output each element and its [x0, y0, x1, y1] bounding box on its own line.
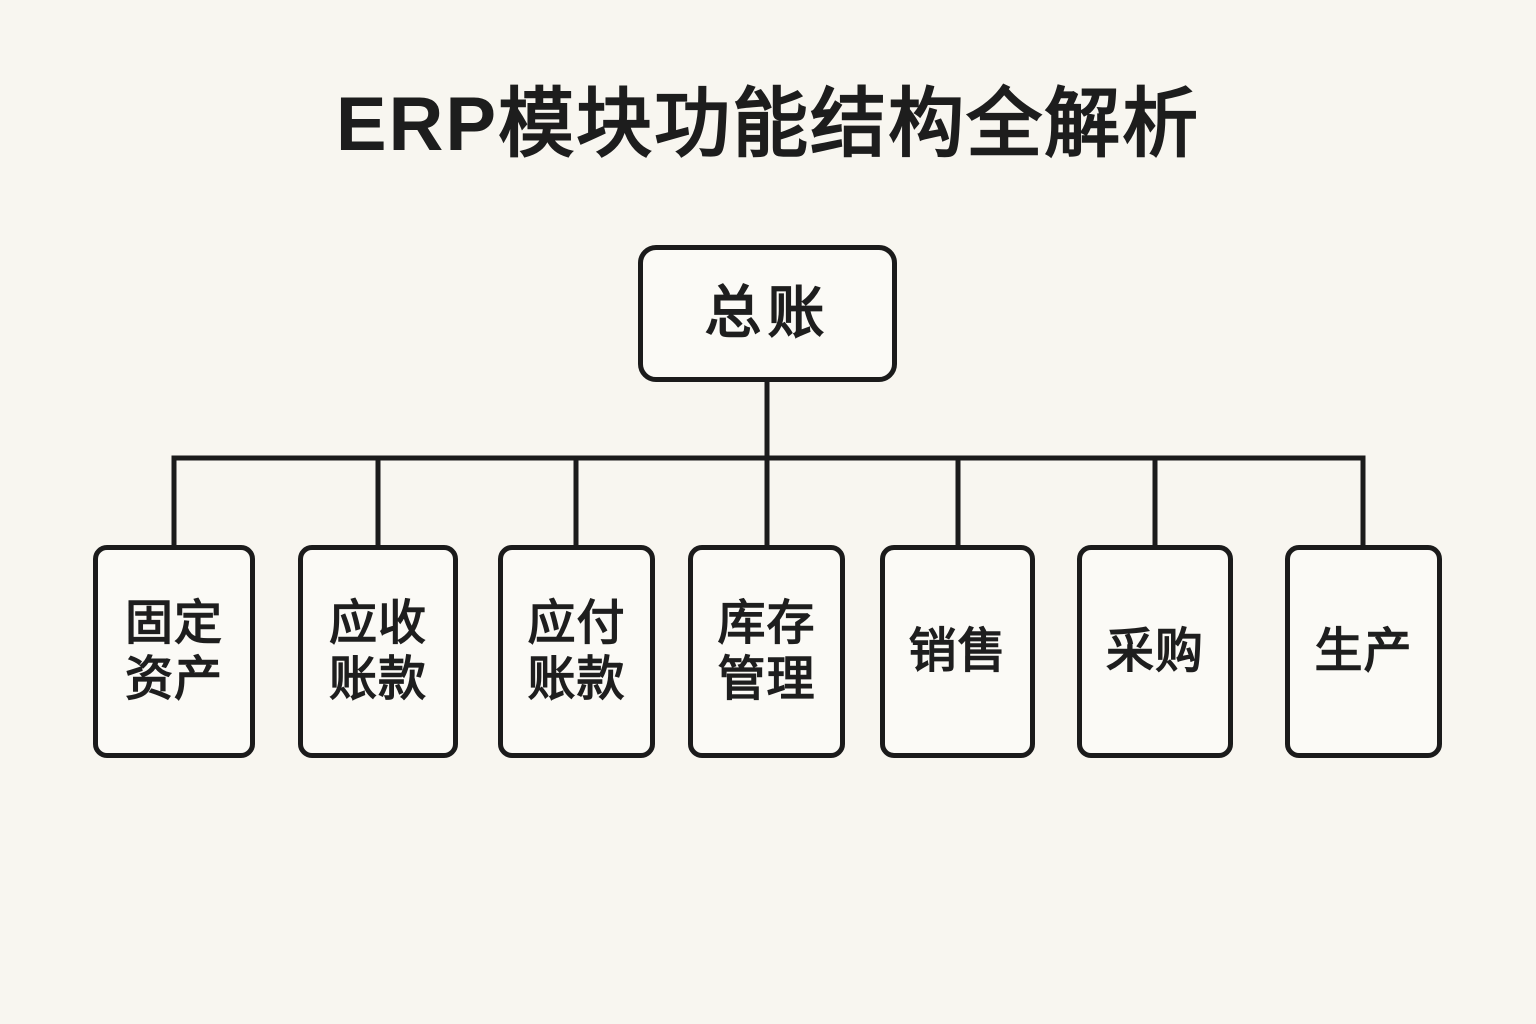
node-label: 应付 账款 — [527, 596, 626, 706]
node-procurement: 采购 — [1077, 545, 1233, 758]
node-label: 总账 — [704, 281, 831, 346]
node-label: 库存 管理 — [717, 596, 816, 706]
node-label: 生产 — [1314, 624, 1413, 678]
node-accounts-payable: 应付 账款 — [498, 545, 655, 758]
node-general-ledger: 总账 — [638, 245, 897, 382]
node-inventory-management: 库存 管理 — [688, 545, 845, 758]
node-label: 采购 — [1105, 624, 1204, 678]
node-label: 应收 账款 — [328, 596, 427, 706]
diagram-title: ERP模块功能结构全解析 — [335, 82, 1201, 167]
node-sales: 销售 — [880, 545, 1035, 758]
node-production: 生产 — [1285, 545, 1442, 758]
node-fixed-assets: 固定 资产 — [93, 545, 255, 758]
node-accounts-receivable: 应收 账款 — [298, 545, 458, 758]
node-label: 销售 — [908, 624, 1007, 678]
node-label: 固定 资产 — [124, 596, 223, 706]
